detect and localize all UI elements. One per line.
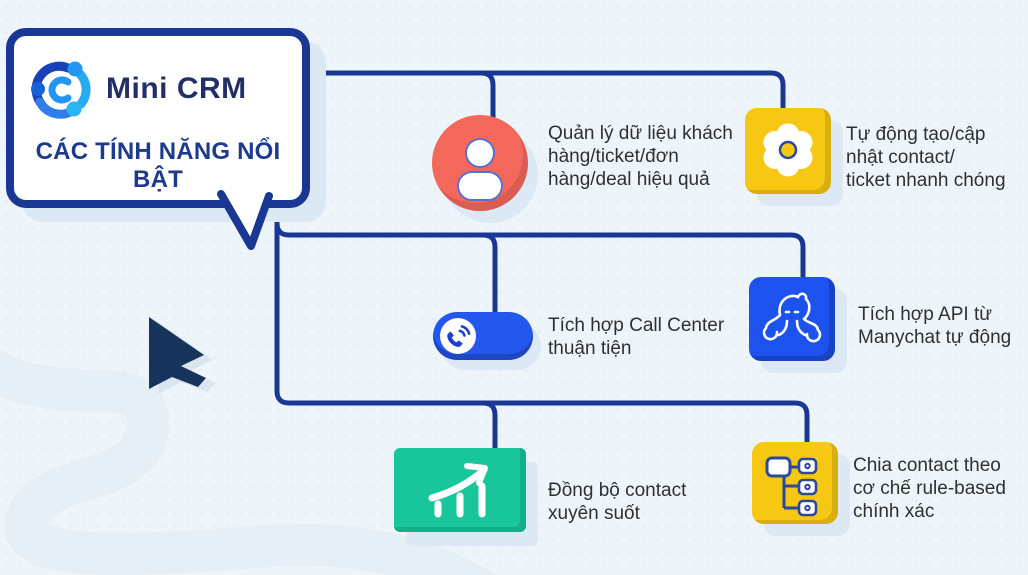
feature-tile-contact-sync — [394, 448, 526, 532]
octopus-icon — [762, 292, 822, 343]
connector-middle — [274, 220, 806, 284]
cursor-arrow-icon — [149, 317, 215, 394]
flower-icon — [763, 123, 813, 177]
feature-tile-call-center — [433, 312, 533, 360]
connector-bottom-branch — [480, 400, 498, 455]
connector-top-branch — [478, 70, 496, 123]
page-title: CÁC TÍNH NĂNG NỔI BẬT — [35, 138, 281, 193]
speech-bubble-tail — [217, 190, 273, 250]
crm-logo-icon — [31, 61, 91, 119]
connector-middle-branch — [480, 232, 498, 318]
feature-label-auto-create-update: Tự động tạo/cập nhật contact/ ticket nha… — [846, 124, 1006, 191]
brand-logo: Mini CRM — [28, 58, 247, 120]
speech-bubble: Mini CRM CÁC TÍNH NĂNG NỔI BẬT — [6, 28, 310, 208]
feature-tile-rule-based — [752, 442, 838, 524]
feature-label-call-center: Tích hợp Call Center thuận tiện — [548, 315, 725, 359]
feature-label-manychat-api: Tích hợp API từ Manychat tự động — [858, 304, 1012, 348]
rule-flow-icon — [765, 456, 818, 517]
connector-bottom — [274, 202, 810, 449]
phone-icon — [440, 318, 476, 354]
connector-top — [307, 70, 786, 115]
feature-label-customer-data: Quản lý dữ liệu khách hàng/ticket/đơn hà… — [548, 123, 733, 190]
logo-text: Mini CRM — [106, 72, 247, 105]
growth-chart-icon — [428, 463, 488, 518]
feature-tile-manychat-api — [749, 277, 835, 361]
feature-label-rule-based: Chia contact theo cơ chế rule-based chín… — [853, 455, 1006, 522]
feature-label-contact-sync: Đồng bộ contact xuyên suốt — [548, 480, 687, 524]
feature-tile-auto-create-update — [745, 108, 831, 194]
user-icon — [457, 138, 503, 201]
feature-tile-customer-data — [432, 115, 528, 211]
